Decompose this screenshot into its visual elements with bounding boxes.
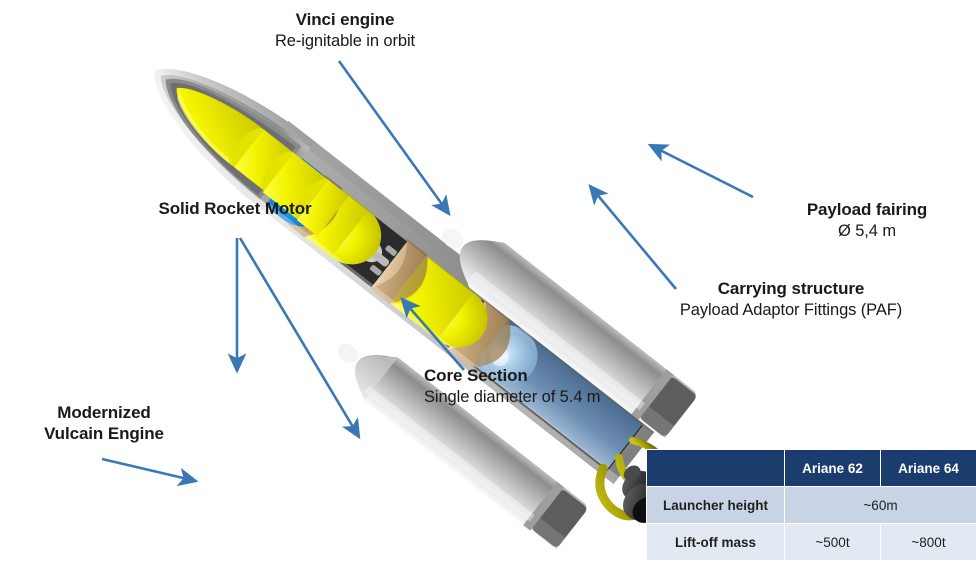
table-cell-launcher-height-value: ~60m bbox=[784, 486, 976, 524]
table-body: Launcher height ~60m Lift-off mass ~500t… bbox=[646, 486, 976, 561]
table-cell-liftoff-mass-ariane64: ~800t bbox=[880, 523, 976, 561]
table-cell-label-launcher-height: Launcher height bbox=[646, 486, 785, 524]
callout-payload-fairing: Payload fairing Ø 5,4 m bbox=[774, 200, 960, 241]
callout-vinci-subtitle: Re-ignitable in orbit bbox=[274, 31, 416, 50]
solid-rocket-booster-left bbox=[337, 343, 587, 549]
callout-core-title: Core Section bbox=[424, 366, 528, 385]
payload-fairing bbox=[154, 69, 349, 237]
table-head: Ariane 62 Ariane 64 bbox=[646, 449, 976, 487]
callout-solid-rocket-motor: Solid Rocket Motor bbox=[126, 199, 344, 220]
callout-vinci-engine: Vinci engine Re-ignitable in orbit bbox=[232, 10, 458, 51]
table-header-row: Ariane 62 Ariane 64 bbox=[646, 449, 976, 487]
table-row: Launcher height ~60m bbox=[646, 486, 976, 524]
arrow-carrying-structure bbox=[588, 184, 677, 290]
launcher-comparison-table: Ariane 62 Ariane 64 Launcher height ~60m… bbox=[646, 449, 976, 561]
callout-core-section: Core Section Single diameter of 5.4 m bbox=[424, 366, 662, 407]
table-row: Lift-off mass ~500t ~800t bbox=[646, 523, 976, 561]
arrow-payload-fairing bbox=[647, 143, 754, 199]
arrow-srm-right bbox=[238, 237, 361, 440]
callout-vinci-title: Vinci engine bbox=[295, 10, 395, 29]
callout-vulcain-title-line1: Modernized bbox=[57, 403, 151, 422]
callout-fairing-title: Payload fairing bbox=[806, 200, 928, 219]
table-cell-label-lift-off-mass: Lift-off mass bbox=[646, 523, 785, 561]
callout-carrying-title: Carrying structure bbox=[717, 279, 865, 298]
solid-rocket-booster-right bbox=[442, 228, 696, 438]
table-cell-liftoff-mass-ariane62: ~500t bbox=[784, 523, 881, 561]
arrow-vulcain bbox=[101, 457, 199, 487]
callout-carrying-structure: Carrying structure Payload Adaptor Fitti… bbox=[646, 279, 936, 320]
table-header-ariane62: Ariane 62 bbox=[784, 449, 881, 487]
payload-stack bbox=[176, 87, 349, 237]
callout-carrying-subtitle: Payload Adaptor Fittings (PAF) bbox=[679, 300, 903, 319]
callout-vulcain-title-line2: Vulcain Engine bbox=[44, 423, 164, 443]
callout-fairing-subtitle: Ø 5,4 m bbox=[838, 221, 896, 240]
callout-core-subtitle: Single diameter of 5.4 m bbox=[424, 387, 601, 406]
arrow-core-section bbox=[400, 297, 465, 371]
table-header-ariane64: Ariane 64 bbox=[880, 449, 976, 487]
arrow-vinci bbox=[337, 60, 451, 217]
table-header-blank bbox=[646, 449, 785, 487]
rocket-assembly bbox=[154, 69, 696, 549]
callout-modernized-vulcain-engine: Modernized Vulcain Engine bbox=[16, 403, 192, 444]
callout-srm-title: Solid Rocket Motor bbox=[158, 199, 312, 218]
callout-arrows bbox=[101, 60, 754, 487]
